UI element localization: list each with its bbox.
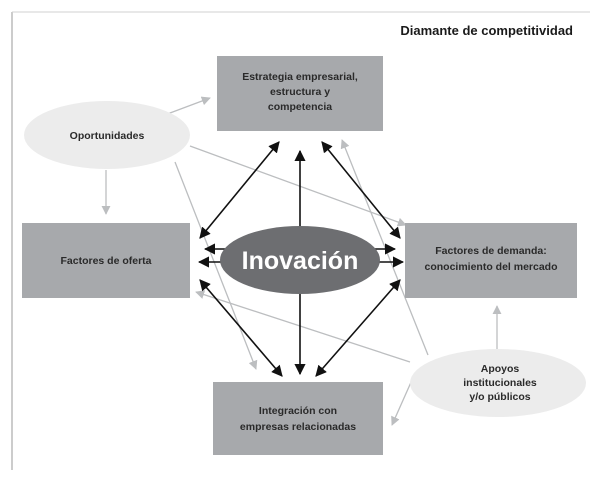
box-oferta-line-1: Factores de oferta [60,255,151,267]
dark-arrow-oferta-estrategia [199,141,280,239]
ellipse-oportunidades-bg [24,101,190,169]
ellipse-apoyos-bg [410,349,586,417]
diagram-title: Diamante de competitividad [400,23,573,38]
box-estrategia-bg [217,56,383,131]
box-demanda-line-2: conocimiento del mercado [424,261,557,273]
ellipse-apoyos: Apoyos institucionales y/o públicos [410,349,586,417]
light-arrow-oportunidades-demanda [189,145,407,227]
dark-arrow-integracion-demanda [315,279,401,377]
box-demanda-bg [405,223,577,298]
box-integracion-line-2: empresas relacionadas [240,421,356,433]
ellipse-apoyos-line-2: institucionales [463,377,537,389]
ellipse-oportunidades-label: Oportunidades [70,130,145,142]
box-demanda-line-1: Factores de demanda: [435,245,546,257]
box-oferta-bg [22,223,190,298]
light-arrow-apoyos-oferta [195,290,411,363]
center-inovacion: Inovación [220,226,380,294]
box-integracion: Integración con empresas relacionadas [213,382,383,455]
dark-arrow-oferta-integracion [199,279,283,377]
box-estrategia: Estrategia empresarial, estructura y com… [217,56,383,131]
ellipse-oportunidades: Oportunidades [24,101,190,169]
ellipse-apoyos-line-3: y/o públicos [469,391,530,403]
box-estrategia-line-3: competencia [268,101,332,113]
box-estrategia-line-1: Estrategia empresarial, [242,71,358,83]
box-estrategia-line-2: estructura y [270,86,330,98]
center-inovacion-bg [220,226,380,294]
ellipse-apoyos-line-1: Apoyos [481,363,520,375]
light-arrow-apoyos-integracion [391,379,413,426]
box-integracion-bg [213,382,383,455]
center-inovacion-label: Inovación [242,247,359,275]
dark-arrow-estrategia-demanda [321,141,401,239]
box-oferta: Factores de oferta [22,223,190,298]
box-demanda: Factores de demanda: conocimiento del me… [405,223,577,298]
box-integracion-line-1: Integración con [259,405,337,417]
